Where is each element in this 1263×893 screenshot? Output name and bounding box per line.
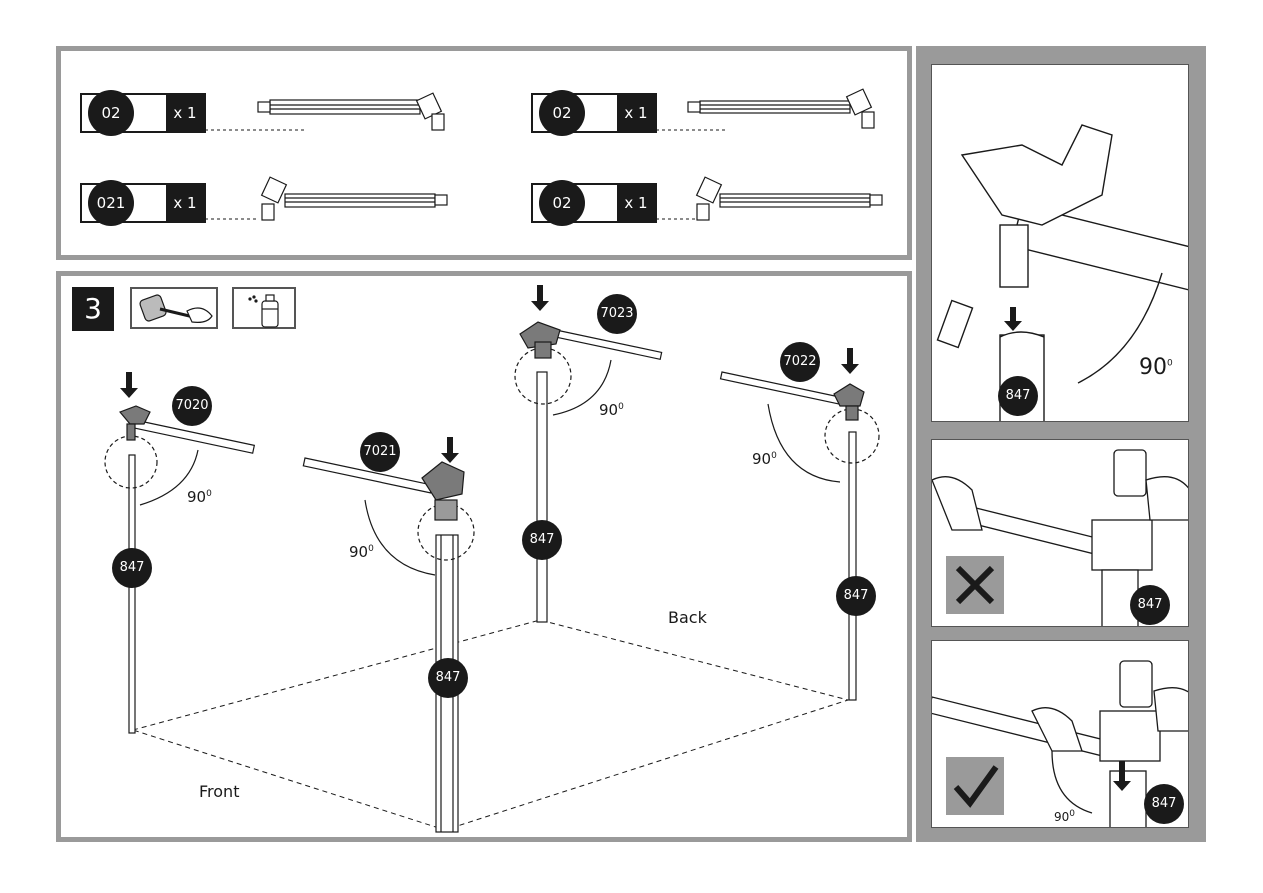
part-quantity: x 1 bbox=[166, 185, 204, 221]
mallet-tool-box bbox=[130, 287, 218, 329]
side-angle-label: 900 bbox=[1054, 809, 1076, 824]
step-3-frame bbox=[56, 271, 912, 842]
lubricate-detail-illustration bbox=[936, 124, 1188, 421]
part-quantity: x 1 bbox=[617, 95, 655, 131]
angle-label: 900 bbox=[349, 543, 374, 561]
part-badge-7020: 7020 bbox=[172, 386, 212, 426]
part-code: 02 bbox=[539, 180, 585, 226]
detail-correct-panel: 847 900 bbox=[931, 640, 1189, 828]
part-code: 02 bbox=[88, 90, 134, 136]
part-box: 02 x 1 bbox=[531, 90, 657, 136]
side-pole-badge: 847 bbox=[1144, 784, 1184, 824]
correct-method-illustration bbox=[932, 660, 1188, 827]
parts-illustrations bbox=[205, 88, 883, 221]
mallet-icon bbox=[139, 294, 213, 323]
detail-sidebar: 847 900 847 bbox=[916, 46, 1206, 842]
part-row-2: 02 x 1 bbox=[531, 90, 657, 136]
part-badge-7022: 7022 bbox=[780, 342, 820, 382]
angle-label: 900 bbox=[752, 450, 777, 468]
front-label: Front bbox=[199, 782, 240, 801]
parts-list-frame bbox=[56, 46, 912, 260]
back-label: Back bbox=[668, 608, 707, 627]
part-code: 021 bbox=[88, 180, 134, 226]
part-quantity: x 1 bbox=[617, 185, 655, 221]
pole-badge-center: 847 bbox=[428, 658, 468, 698]
pole-badge-back: 847 bbox=[522, 520, 562, 560]
part-box: 02 x 1 bbox=[531, 180, 657, 226]
detail-lubricate-panel: 847 900 bbox=[931, 64, 1189, 422]
wrong-cross-icon bbox=[946, 556, 1004, 614]
part-box: 021 x 1 bbox=[80, 180, 206, 226]
side-pole-badge: 847 bbox=[1130, 585, 1170, 625]
side-pole-badge: 847 bbox=[998, 376, 1038, 416]
pole-badge-left: 847 bbox=[112, 548, 152, 588]
angle-label: 900 bbox=[599, 401, 624, 419]
part-box: 02 x 1 bbox=[80, 90, 206, 136]
step-number: 3 bbox=[72, 287, 114, 331]
side-angle-label: 900 bbox=[1139, 355, 1173, 380]
part-row-1: 02 x 1 bbox=[80, 90, 206, 136]
part-row-3: 021 x 1 bbox=[80, 180, 206, 226]
part-row-4: 02 x 1 bbox=[531, 180, 657, 226]
part-badge-7021: 7021 bbox=[360, 432, 400, 472]
angle-label: 900 bbox=[187, 488, 212, 506]
part-badge-7023: 7023 bbox=[597, 294, 637, 334]
part-code: 02 bbox=[539, 90, 585, 136]
correct-check-icon bbox=[946, 757, 1004, 815]
part-quantity: x 1 bbox=[166, 95, 204, 131]
spray-can-icon bbox=[248, 294, 279, 328]
lubricant-tool-box bbox=[232, 287, 296, 329]
detail-wrong-panel: 847 bbox=[931, 439, 1189, 627]
pole-badge-right: 847 bbox=[836, 576, 876, 616]
frame-assembly-illustration bbox=[104, 285, 880, 833]
